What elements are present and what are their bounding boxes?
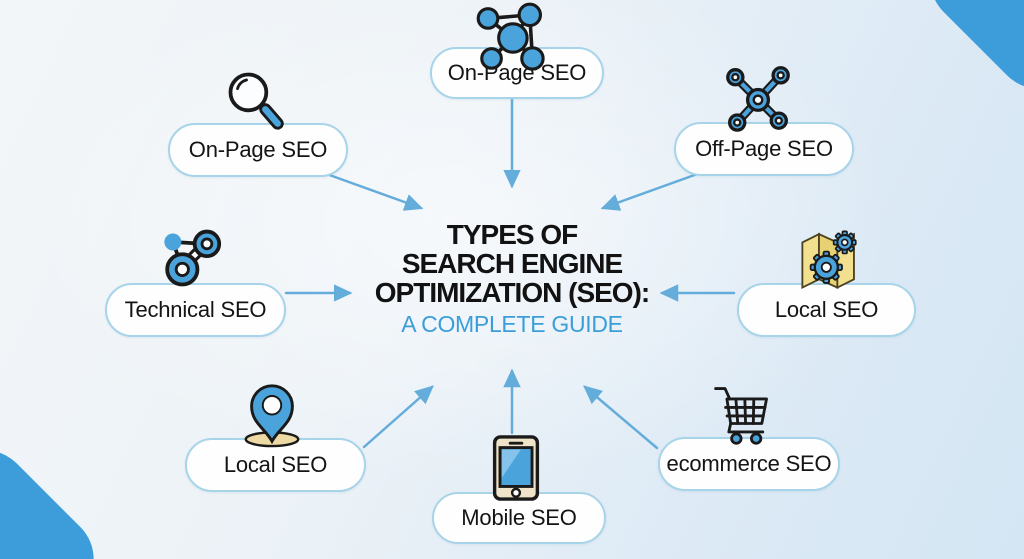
seo-pill-label: ecommerce SEO xyxy=(666,451,832,476)
seo-pill-top-center: On-Page SEO xyxy=(430,47,604,99)
seo-pill-label: Local SEO xyxy=(774,297,879,322)
seo-pill-label: On-Page SEO xyxy=(447,60,587,85)
seo-pill-bottom-right: ecommerce SEO xyxy=(658,437,840,491)
seo-pill-middle-left: Technical SEO xyxy=(105,283,286,337)
seo-pill-bottom-left: Local SEO xyxy=(185,438,366,492)
arrow-bottom-right xyxy=(583,385,659,450)
title-subtitle: A COMPLETE GUIDE xyxy=(401,311,623,337)
title-line-1: TYPES OF xyxy=(446,219,578,250)
map-gears-icon xyxy=(792,224,868,294)
corner-blob-top-right xyxy=(911,0,1024,108)
molecule-icon xyxy=(472,2,552,74)
magnifier-icon xyxy=(222,66,288,132)
central-title: TYPES OF SEARCH ENGINE OPTIMIZATION (SEO… xyxy=(322,220,702,338)
title-line-2: SEARCH ENGINE xyxy=(401,248,623,279)
arrow-bottom-left xyxy=(362,385,434,449)
chain-link-icon xyxy=(146,224,230,294)
seo-pill-label: Off-Page SEO xyxy=(695,136,833,161)
smartphone-icon xyxy=(488,434,544,502)
seo-pill-middle-right: Local SEO xyxy=(737,283,916,337)
seo-pill-label: On-Page SEO xyxy=(188,137,328,162)
network-hub-icon xyxy=(718,64,798,132)
location-pin-icon xyxy=(234,380,310,448)
seo-pill-label: Mobile SEO xyxy=(461,505,577,530)
corner-blob-bottom-left xyxy=(0,431,113,559)
seo-pill-label: Local SEO xyxy=(223,452,328,477)
shopping-cart-icon xyxy=(702,382,782,448)
title-line-3: OPTIMIZATION (SEO): xyxy=(374,277,650,308)
seo-pill-label: Technical SEO xyxy=(124,297,267,322)
